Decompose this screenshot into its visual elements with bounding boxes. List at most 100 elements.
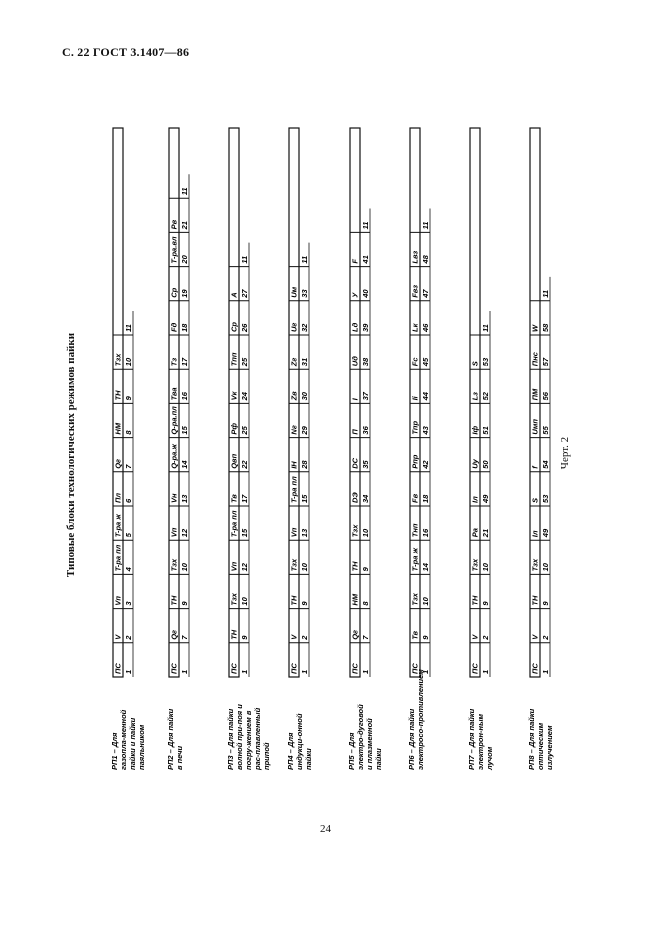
block-extra-number: 11 (361, 222, 370, 230)
block-cell-number: 7 (180, 635, 189, 640)
block-cell-label: Uм (290, 286, 299, 297)
block-cell-number: 13 (180, 494, 189, 503)
block-cell-number: 2 (124, 635, 133, 641)
block-description: пайки и пайки (128, 717, 137, 770)
block-cell-label: Iл (531, 530, 540, 537)
block-cell-label: Uд (351, 356, 360, 366)
block-cell-number: 54 (541, 460, 550, 469)
block-cell-number: 24 (240, 391, 249, 401)
block-cell-number: 17 (240, 494, 249, 503)
block-cell-number: 35 (361, 460, 370, 469)
block-cell-label: НМ (114, 422, 123, 434)
block-cell-label: Lк (411, 322, 420, 332)
block-description: припой (262, 742, 271, 770)
block-cell-number: 9 (541, 601, 550, 606)
block-description: РП5 – Для (347, 732, 356, 770)
block-cell-number: 8 (124, 430, 133, 435)
block-cell-number: 38 (361, 357, 370, 366)
block-cell-label: ПМ (531, 388, 540, 400)
block-extra-number: 11 (124, 324, 133, 332)
block-cell-label: ПС (170, 663, 179, 674)
block-description: РП7 – Для пайки (467, 708, 476, 770)
block-cell-number: 7 (124, 464, 133, 469)
block-description: паяльником (137, 724, 146, 770)
block-cell-label: Тв (230, 494, 239, 503)
block-frame (409, 127, 421, 678)
block-cell-label: V (471, 634, 480, 640)
block-cell-label: У (351, 292, 360, 298)
block-cell-label: Qвп (230, 453, 239, 468)
block-cell-label: Тв (411, 631, 420, 640)
block-cell-label: ТН (114, 390, 123, 401)
block-cell-label: Fв (411, 493, 420, 503)
block-description: РП8 – Для пайки (527, 708, 536, 770)
block-description: РП6 – Для пайки (407, 708, 416, 770)
block-cell-number: 1 (421, 670, 430, 674)
block-cell-label: П (351, 429, 360, 435)
block-cell-label: Qг (351, 630, 360, 640)
block-cell-number: 55 (541, 425, 550, 434)
block-cell-label: Тзх (411, 592, 420, 605)
block-cell-number: 18 (180, 323, 189, 332)
block-cell-number: 53 (541, 494, 550, 503)
block-cell-label: Рв (170, 219, 179, 229)
block-cell-label: Ср (170, 287, 179, 297)
block-cell-label: DС (351, 457, 360, 468)
block-cell-number: 18 (421, 494, 430, 503)
block-cell-label: ТН (290, 595, 299, 606)
block-cell-number: 7 (361, 635, 370, 640)
block-description: электро-дуговой (356, 704, 365, 770)
block-cell-label: Nг (290, 425, 299, 434)
block-description: и плазменной (365, 718, 374, 770)
block-cell-label: Qг (114, 459, 123, 469)
block-cell-number: 1 (481, 670, 490, 674)
block-cell-label: V (531, 634, 540, 640)
block-cell-number: 13 (300, 528, 309, 537)
block-cell-label: Тзх (290, 558, 299, 571)
block-cell-label: T-ра пл (114, 544, 123, 571)
block-cell-label: ТН (170, 595, 179, 606)
block-description: волной при-поя и (235, 704, 244, 770)
block-cell-number: 43 (421, 425, 430, 435)
block-cell-number: 25 (240, 425, 249, 435)
block-cell-number: 51 (481, 426, 490, 434)
block-cell-number: 47 (421, 289, 430, 299)
block-cell-number: 25 (240, 357, 249, 367)
block-cell-number: 1 (180, 670, 189, 674)
block-cell-label: Ра (471, 528, 480, 537)
block-cell-number: 10 (300, 562, 309, 571)
block-cell-label: f (531, 465, 540, 469)
block-cell-label: IН (290, 461, 299, 469)
block-cell-label: T-ра ж (114, 514, 123, 538)
block-cell-number: 16 (421, 528, 430, 537)
block-cell-number: 6 (124, 498, 133, 503)
block-cell-label: S (531, 498, 540, 503)
block-frame (349, 127, 361, 678)
block-cell-label: Fд (170, 322, 179, 332)
block-cell-label: ТН (230, 629, 239, 640)
block-cell-label: Q-ра.ж (170, 444, 179, 469)
block-description: пайки (374, 748, 383, 770)
block-cell-number: 12 (240, 562, 249, 571)
block-cell-label: Vк (230, 390, 239, 400)
figure-label-text: Черт. 2 (559, 436, 571, 470)
block-cell-number: 30 (300, 391, 309, 400)
block-cell-number: 15 (180, 425, 189, 434)
block-cell-label: ПС (351, 663, 360, 674)
block-cell-number: 49 (541, 528, 550, 538)
block-cell-label: Qг (170, 630, 179, 640)
block-frame (288, 127, 300, 678)
block-cell-number: 10 (361, 528, 370, 537)
block-cell-number: 5 (124, 532, 133, 537)
block-cell-number: 2 (541, 635, 550, 641)
block-cell-number: 9 (124, 395, 133, 400)
block-cell-number: 9 (481, 601, 490, 606)
block-extra-number: 11 (541, 290, 550, 298)
block-cell-number: 10 (481, 562, 490, 571)
block-cell-label: Пл (114, 493, 123, 503)
block-description: излучением (545, 725, 554, 770)
block-cell-label: Lд (351, 322, 360, 332)
